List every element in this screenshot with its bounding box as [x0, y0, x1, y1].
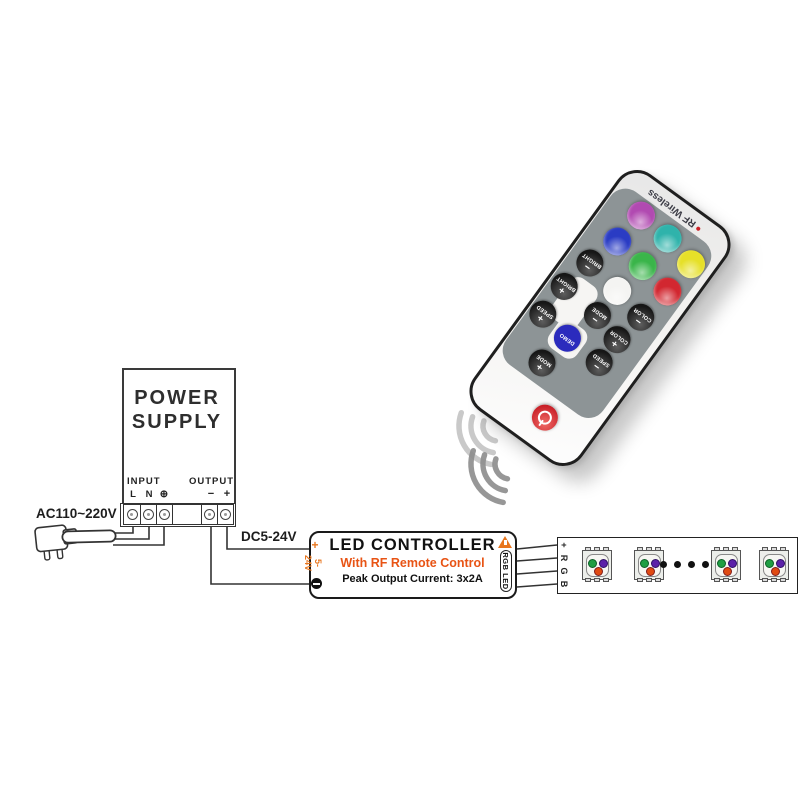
wire-strip-plus	[516, 544, 558, 550]
terminal-strip	[120, 503, 236, 527]
wire-ac-gnd	[113, 521, 165, 546]
remote-button-power[interactable]	[526, 399, 564, 436]
input-label: INPUT	[127, 476, 161, 487]
ac-plug	[34, 524, 79, 561]
strip-pad-b: B	[559, 580, 569, 588]
strip-pad-plus: +	[559, 542, 569, 548]
wire-strip-g	[516, 570, 558, 575]
green-led-dot	[717, 559, 726, 568]
terminal-ground[interactable]	[156, 504, 173, 525]
red-led-dot	[645, 567, 655, 576]
power-supply-box	[122, 368, 236, 507]
ac-cable	[61, 529, 117, 544]
purple-led-dot	[599, 559, 608, 568]
terminal-label-ground: ⊕	[159, 489, 169, 500]
continuation-dot	[660, 561, 667, 568]
green-led-dot	[640, 559, 649, 568]
led-chip	[711, 547, 741, 582]
rf-waves	[456, 409, 511, 506]
screw-icon	[220, 509, 231, 520]
warning-triangle-icon	[498, 536, 512, 548]
red-led-dot	[593, 567, 603, 576]
continuation-dot	[688, 561, 695, 568]
led-controller-box	[309, 531, 517, 599]
screw-icon	[126, 509, 138, 520]
controller-title: LED CONTROLLER	[329, 536, 496, 554]
wire-strip-r	[516, 557, 558, 562]
terminal-label-plus: +	[223, 488, 231, 500]
rgb-led-badge: RGB LED	[500, 550, 512, 592]
output-label: OUTPUT	[189, 476, 235, 487]
power-supply-title: POWER SUPPLY	[131, 387, 223, 433]
led-chip	[759, 547, 789, 582]
screw-icon	[159, 509, 170, 520]
terminal-label-l: L	[130, 489, 136, 500]
brand-dot-icon	[695, 225, 702, 232]
wire-ac-n	[112, 521, 150, 540]
strip-pad-r: R	[559, 554, 569, 562]
green-led-dot	[765, 559, 774, 568]
ac-voltage-label: AC110~220V	[36, 506, 117, 521]
wire-dc-minus	[210, 521, 309, 585]
dc-voltage-label: DC5-24V	[241, 529, 297, 544]
strip-pad-g: G	[559, 567, 569, 575]
controller-peak-current: Peak Output Current: 3x2A	[342, 573, 483, 585]
wire-strip-b	[516, 583, 558, 588]
green-led-dot	[588, 559, 597, 568]
controller-voltage-label: 5-24V	[303, 554, 323, 571]
continuation-dot	[702, 561, 709, 568]
wire-dc-plus	[226, 521, 309, 550]
purple-led-dot	[728, 559, 737, 568]
screw-icon	[143, 509, 154, 520]
terminal-blank	[172, 504, 202, 525]
red-led-dot	[722, 567, 732, 576]
terminal-label-n: N	[145, 489, 153, 500]
red-led-dot	[770, 567, 780, 576]
terminal-l[interactable]	[123, 504, 141, 525]
terminal-plus[interactable]	[217, 504, 234, 525]
plus-terminal-icon: +	[311, 538, 319, 552]
terminal-minus[interactable]	[201, 504, 218, 525]
terminal-n[interactable]	[140, 504, 157, 525]
screw-icon	[204, 509, 215, 520]
led-chip	[582, 547, 612, 582]
purple-led-dot	[776, 559, 785, 568]
minus-terminal-icon	[311, 578, 322, 589]
purple-led-dot	[651, 559, 660, 568]
continuation-dot	[674, 561, 681, 568]
controller-subtitle: With RF Remote Control	[340, 556, 485, 570]
terminal-label-minus: −	[207, 488, 215, 500]
